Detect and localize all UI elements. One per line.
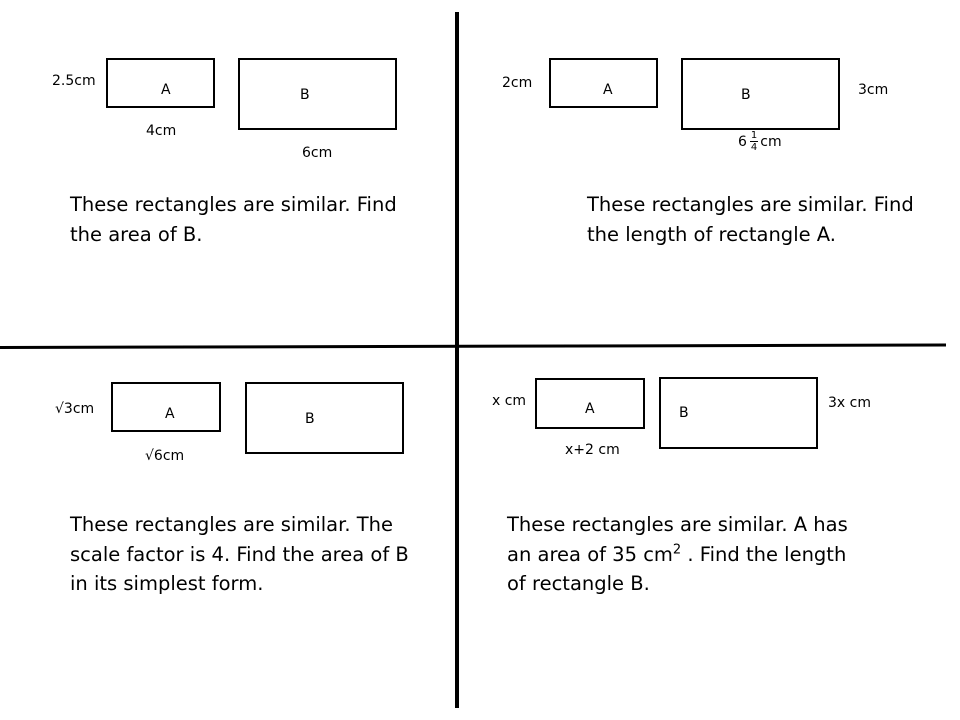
rect-b-height-label: 3cm [858, 82, 889, 98]
rectangle-b [681, 58, 840, 130]
question-line: These rectangles are similar. Find [70, 193, 397, 216]
fraction-numerator: 1 [749, 130, 759, 142]
rect-a-width-label: x+2 cm [565, 442, 620, 458]
vertical-divider [455, 12, 459, 708]
question-text: These rectangles are similar. Find the l… [587, 190, 914, 249]
question-line: the length of rectangle A. [587, 222, 836, 246]
rectangle-b [245, 382, 404, 454]
rectangle-a [549, 58, 658, 108]
rectangle-b [238, 58, 397, 130]
rectangle-a-label: A [165, 406, 175, 422]
rectangle-a [111, 382, 221, 432]
rectangle-b-label: B [305, 411, 315, 427]
question-text: These rectangles are similar. Find the a… [70, 190, 397, 249]
fraction: 1 4 [749, 130, 759, 153]
question-text: These rectangles are similar. The scale … [70, 510, 409, 599]
mixed-number-whole: 6 [738, 133, 747, 150]
question-text-part: an area of 35 cm [507, 542, 673, 566]
rectangle-b-label: B [679, 405, 689, 421]
question-line: scale factor is 4. Find the area of B [70, 542, 409, 566]
rectangle-a-label: A [603, 82, 613, 98]
rectangle-b-label: B [300, 87, 310, 103]
rectangle-b [659, 377, 818, 449]
rect-a-width-label: √6cm [145, 448, 185, 464]
question-line: These rectangles are similar. A has [507, 513, 848, 536]
rectangle-a [106, 58, 215, 108]
question-line: the area of B. [70, 222, 203, 246]
rect-b-height-label: 3x cm [828, 395, 871, 411]
rect-a-width-label: 4cm [146, 123, 177, 139]
question-line: of rectangle B. [507, 572, 650, 595]
rect-a-height-label: 2cm [502, 75, 533, 91]
question-line: an area of 35 cm2 . Find the length [507, 540, 848, 570]
superscript: 2 [672, 542, 682, 557]
rect-a-height-label: √3cm [55, 401, 95, 417]
question-text: These rectangles are similar. A has an a… [507, 510, 848, 599]
question-line: These rectangles are similar. The [70, 513, 394, 536]
rectangle-a-label: A [585, 401, 595, 417]
rectangle-b-label: B [741, 87, 751, 103]
fraction-denominator: 4 [750, 142, 758, 153]
rectangle-a-label: A [161, 82, 171, 98]
question-text-part: . Find the length [681, 542, 847, 566]
question-line: These rectangles are similar. Find [587, 193, 914, 216]
rectangle-a [535, 378, 645, 429]
horizontal-divider [0, 343, 947, 349]
rect-b-width-label: 6 1 4 cm [738, 130, 782, 153]
unit: cm [760, 133, 782, 150]
rect-a-height-label: 2.5cm [52, 73, 96, 89]
rect-b-width-label: 6cm [302, 145, 333, 161]
rect-a-height-label: x cm [492, 393, 527, 409]
question-line: in its simplest form. [70, 572, 264, 595]
